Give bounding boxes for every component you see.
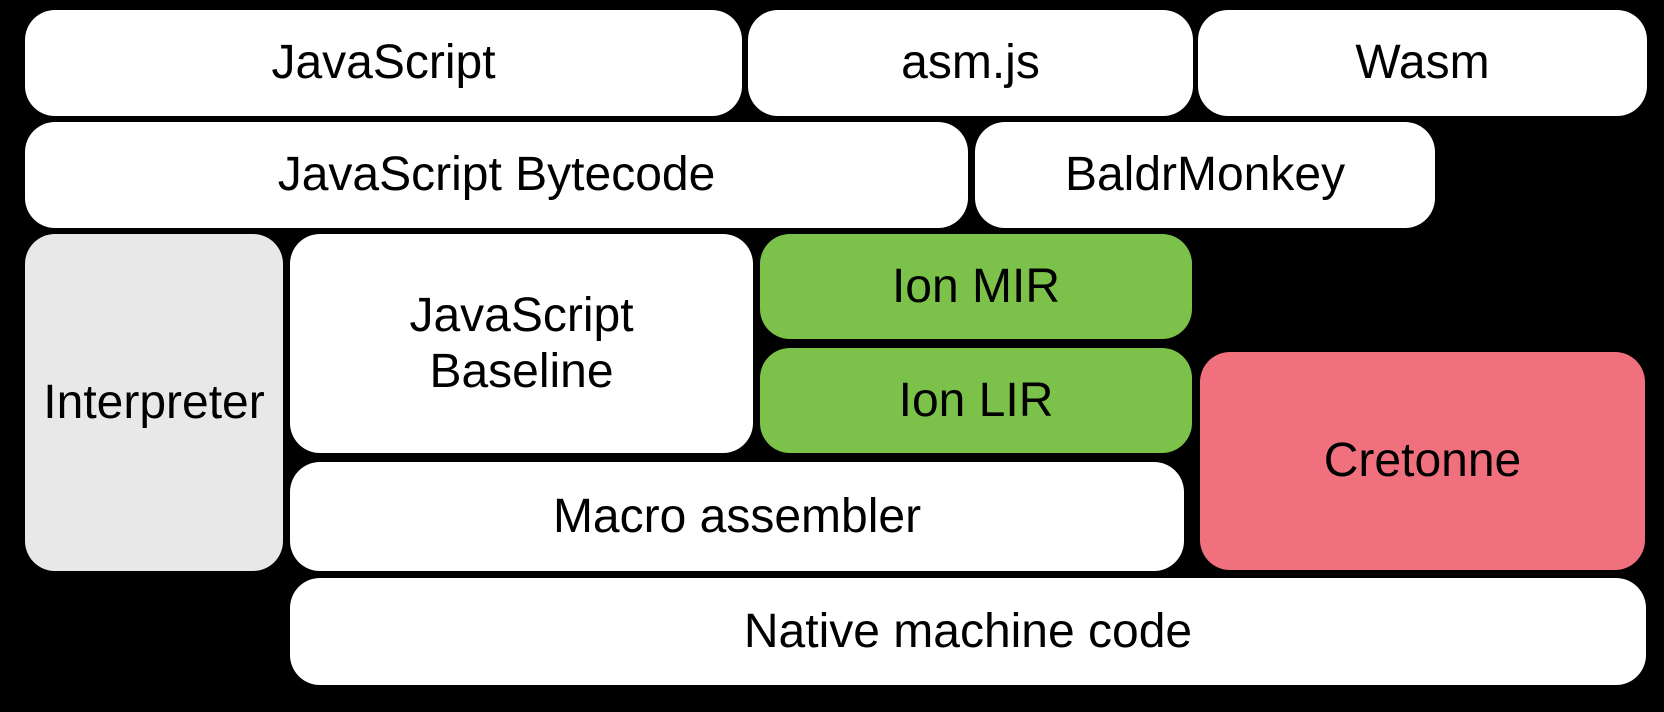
box-javascript-baseline: JavaScript Baseline <box>290 234 753 453</box>
box-baldrmonkey-label: BaldrMonkey <box>1064 148 1346 201</box>
box-javascript-baseline-label-line2: Baseline <box>429 344 614 398</box>
box-ion-mir: Ion MIR <box>760 234 1192 339</box>
box-macro-assembler: Macro assembler <box>290 462 1184 571</box>
box-javascript-baseline-label-line1: JavaScript <box>409 288 634 342</box>
box-interpreter: Interpreter <box>25 234 283 571</box>
box-wasm: Wasm <box>1198 10 1647 116</box>
box-javascript-label: JavaScript <box>271 36 496 89</box>
box-ion-mir-label: Ion MIR <box>891 259 1061 313</box>
box-javascript-bytecode-label: JavaScript Bytecode <box>277 148 716 201</box>
box-native-machine-code-label: Native machine code <box>743 604 1193 658</box>
box-cretonne: Cretonne <box>1200 352 1645 570</box>
box-javascript: JavaScript <box>25 10 742 116</box>
box-baldrmonkey: BaldrMonkey <box>975 122 1435 228</box>
box-interpreter-label: Interpreter <box>43 375 265 429</box>
box-ion-lir: Ion LIR <box>760 348 1192 453</box>
box-macro-assembler-label: Macro assembler <box>552 489 922 543</box>
box-ion-lir-label: Ion LIR <box>898 373 1054 427</box>
box-native-machine-code: Native machine code <box>290 578 1646 685</box>
box-wasm-label: Wasm <box>1355 36 1490 89</box>
box-cretonne-label: Cretonne <box>1323 434 1522 487</box>
box-asmjs-label: asm.js <box>901 36 1040 89</box>
box-asmjs: asm.js <box>748 10 1193 116</box>
box-javascript-bytecode: JavaScript Bytecode <box>25 122 968 228</box>
